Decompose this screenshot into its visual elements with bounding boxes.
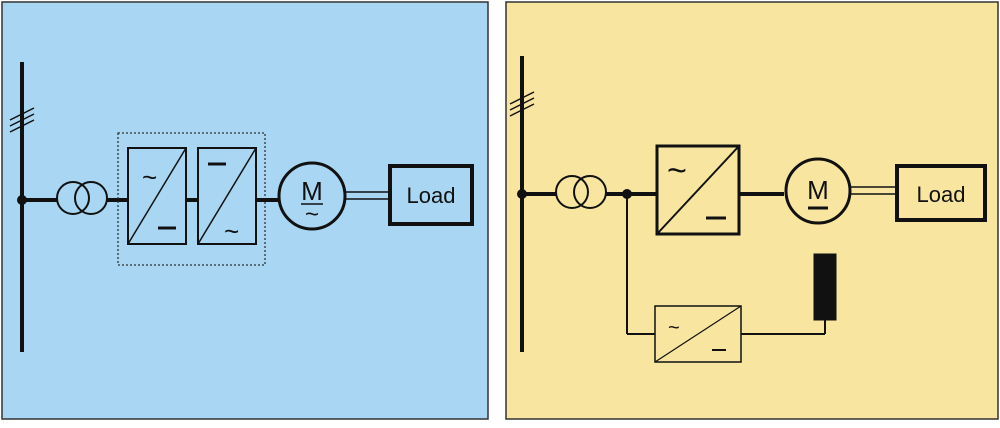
left-shaft: [345, 191, 390, 200]
right-three-phase-marks: [509, 91, 535, 117]
left-panel: ~ ~ M ~ Load: [1, 1, 489, 420]
left-load: Load: [388, 164, 474, 226]
left-load-label: Load: [407, 183, 456, 208]
right-energy-storage-icon: [813, 253, 837, 321]
left-motor-label: M: [301, 176, 323, 206]
left-panel-background: [1, 1, 489, 420]
right-shaft: [850, 186, 897, 195]
right-motor: M: [784, 157, 852, 225]
right-panel: ~ M Load ~: [505, 1, 999, 420]
left-converter-2-bottom-symbol: ~: [224, 216, 239, 246]
left-converter-1: ~: [127, 147, 187, 245]
left-motor: M ~: [277, 161, 347, 231]
left-converter-1-top-symbol: ~: [142, 162, 157, 192]
right-main-converter: ~: [655, 144, 741, 236]
right-load: Load: [895, 164, 987, 222]
right-panel-background: [505, 1, 999, 420]
left-three-phase-marks: [9, 107, 35, 133]
left-motor-sublabel: ~: [305, 201, 319, 228]
right-charger-top-symbol: ~: [668, 317, 680, 339]
right-main-converter-top-symbol: ~: [667, 152, 687, 190]
left-converter-2: ~: [197, 147, 257, 246]
right-motor-label: M: [807, 175, 829, 205]
right-load-label: Load: [917, 182, 966, 207]
